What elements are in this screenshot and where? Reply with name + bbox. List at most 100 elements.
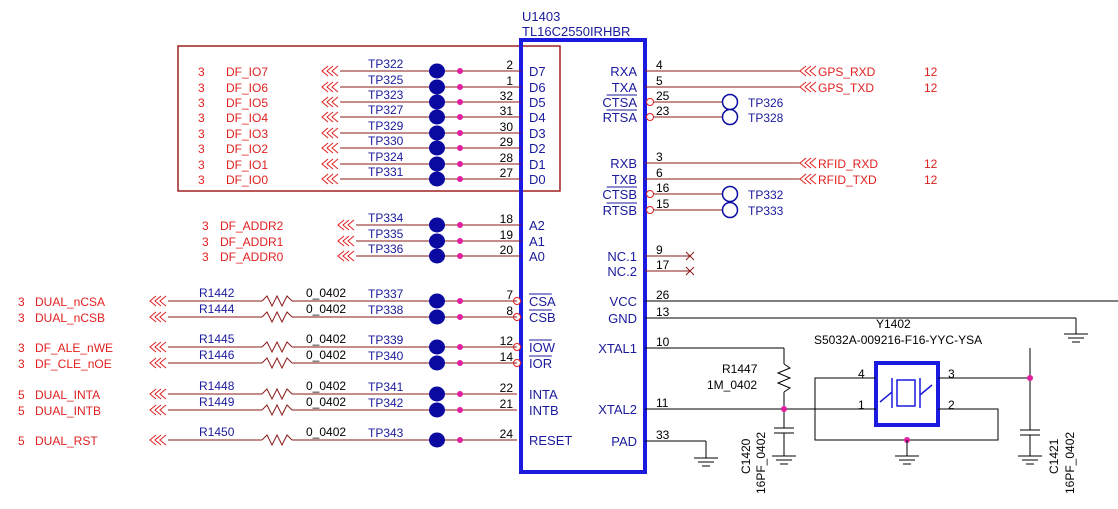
ctrl-offsheet-connector xyxy=(149,295,167,307)
gnd-symbol-1 xyxy=(1064,333,1088,343)
df-io-highlight-box xyxy=(177,45,561,192)
ctrl-offsheet-connector xyxy=(149,434,167,446)
df-io-tp-label: TP324 xyxy=(368,150,404,164)
handshake-tp-label: TP332 xyxy=(748,188,784,202)
pin-name: D1 xyxy=(529,157,546,172)
pin-name: A2 xyxy=(529,218,545,233)
pin-number: 12 xyxy=(500,334,514,348)
uart-net-label: GPS_TXD xyxy=(818,81,874,95)
addr-offsheet-connector xyxy=(337,250,355,262)
pin-number: 17 xyxy=(656,258,670,272)
pin-number: 27 xyxy=(500,166,514,180)
pin-name: D6 xyxy=(529,80,546,95)
pin-number: 8 xyxy=(506,304,513,318)
addr-sheet: 3 xyxy=(202,250,209,264)
df-io-testpoint xyxy=(429,79,445,95)
ctrl-net-label: DUAL_nCSB xyxy=(35,311,105,325)
pin-name: RXA xyxy=(610,64,637,79)
ctrl-series-resistor xyxy=(261,403,293,417)
df-io-testpoint xyxy=(429,156,445,172)
df-io-net-label: DF_IO2 xyxy=(226,142,268,156)
addr-testpoint xyxy=(429,233,445,249)
uart-sheet: 12 xyxy=(924,157,938,171)
df-io-junction xyxy=(457,130,463,136)
uart-sheet: 12 xyxy=(924,65,938,79)
pin-name: TXA xyxy=(612,80,638,95)
addr-net-label: DF_ADDR0 xyxy=(220,250,284,264)
c1420-ref: C1420 xyxy=(739,438,753,474)
uart-net-label: RFID_RXD xyxy=(818,157,878,171)
addr-testpoint xyxy=(429,217,445,233)
df-io-net-label: DF_IO7 xyxy=(226,65,268,79)
uart-offsheet-connector xyxy=(799,157,817,169)
df-io-tp-label: TP323 xyxy=(368,88,404,102)
pin-name: XTAL2 xyxy=(598,402,637,417)
handshake-testpoint xyxy=(721,93,739,111)
gnd-symbol-crystal xyxy=(895,455,919,465)
addr-tp-label: TP334 xyxy=(368,211,404,225)
pin-number: 2 xyxy=(506,58,513,72)
ctrl-sheet: 5 xyxy=(18,434,25,448)
pin-number: 14 xyxy=(500,350,514,364)
pin-number: 19 xyxy=(500,228,514,242)
pin-name: D4 xyxy=(529,110,546,125)
uart-sheet: 12 xyxy=(924,173,938,187)
ctrl-sheet: 3 xyxy=(18,357,25,371)
pin-name: RTSB xyxy=(603,203,637,218)
handshake-tp-label: TP328 xyxy=(748,111,784,125)
ctrl-testpoint xyxy=(429,309,445,325)
pin-number: 21 xyxy=(500,397,514,411)
pin-number: 5 xyxy=(656,74,663,88)
y1402-pin-4: 4 xyxy=(858,367,865,381)
ctrl-offsheet-connector xyxy=(149,311,167,323)
uart-offsheet-connector xyxy=(799,65,817,77)
df-io-testpoint xyxy=(429,63,445,79)
df-io-sheet: 3 xyxy=(198,158,205,172)
df-io-offsheet-connector xyxy=(321,173,339,185)
ctrl-testpoint xyxy=(429,402,445,418)
pin-name: D3 xyxy=(529,126,546,141)
junction-xtal1-c1421 xyxy=(1027,375,1033,381)
ctrl-tp-label: TP340 xyxy=(368,349,404,363)
pin-number: 3 xyxy=(656,150,663,164)
ctrl-tp-label: TP338 xyxy=(368,303,404,317)
y1402-pin-3: 3 xyxy=(948,367,955,381)
y1402-ref: Y1402 xyxy=(876,317,911,331)
ctrl-res-ref: R1446 xyxy=(199,348,235,362)
df-io-sheet: 3 xyxy=(198,96,205,110)
ctrl-junction xyxy=(457,298,463,304)
pin-number: 15 xyxy=(656,197,670,211)
inversion-bubble xyxy=(646,113,654,121)
df-io-tp-label: TP330 xyxy=(368,134,404,148)
ctrl-net-label: DUAL_RST xyxy=(35,434,98,448)
pin-name: TXB xyxy=(612,172,637,187)
pin-number: 26 xyxy=(656,288,670,302)
uart-net-label: GPS_RXD xyxy=(818,65,876,79)
c1421-value: 16PF_0402 xyxy=(1063,432,1077,494)
ctrl-res-ref: R1450 xyxy=(199,425,235,439)
c1421-ref: C1421 xyxy=(1047,438,1061,474)
ctrl-res-ref: R1448 xyxy=(199,379,235,393)
ctrl-junction xyxy=(457,407,463,413)
ctrl-testpoint xyxy=(429,432,445,448)
ctrl-net-label: DUAL_nCSA xyxy=(35,295,105,309)
pin-number: 7 xyxy=(506,288,513,302)
pin-number: 13 xyxy=(656,305,670,319)
pin-name: RXB xyxy=(610,156,637,171)
pin-name: INTA xyxy=(529,387,558,402)
ctrl-junction xyxy=(457,314,463,320)
pin-name: A1 xyxy=(529,234,545,249)
pin-name: NC.1 xyxy=(607,249,637,264)
df-io-sheet: 3 xyxy=(198,173,205,187)
handshake-testpoint xyxy=(721,201,739,219)
ctrl-sheet: 5 xyxy=(18,404,25,418)
ctrl-sheet: 3 xyxy=(18,341,25,355)
addr-offsheet-connector xyxy=(337,235,355,247)
junction-xtal2 xyxy=(781,406,787,412)
pin-name: IOR xyxy=(529,356,552,371)
ctrl-net-label: DF_ALE_nWE xyxy=(35,341,113,355)
pin-number: 10 xyxy=(656,335,670,349)
df-io-testpoint xyxy=(429,109,445,125)
y1402-part: S5032A-009216-F16-YYC-YSA xyxy=(814,333,982,347)
